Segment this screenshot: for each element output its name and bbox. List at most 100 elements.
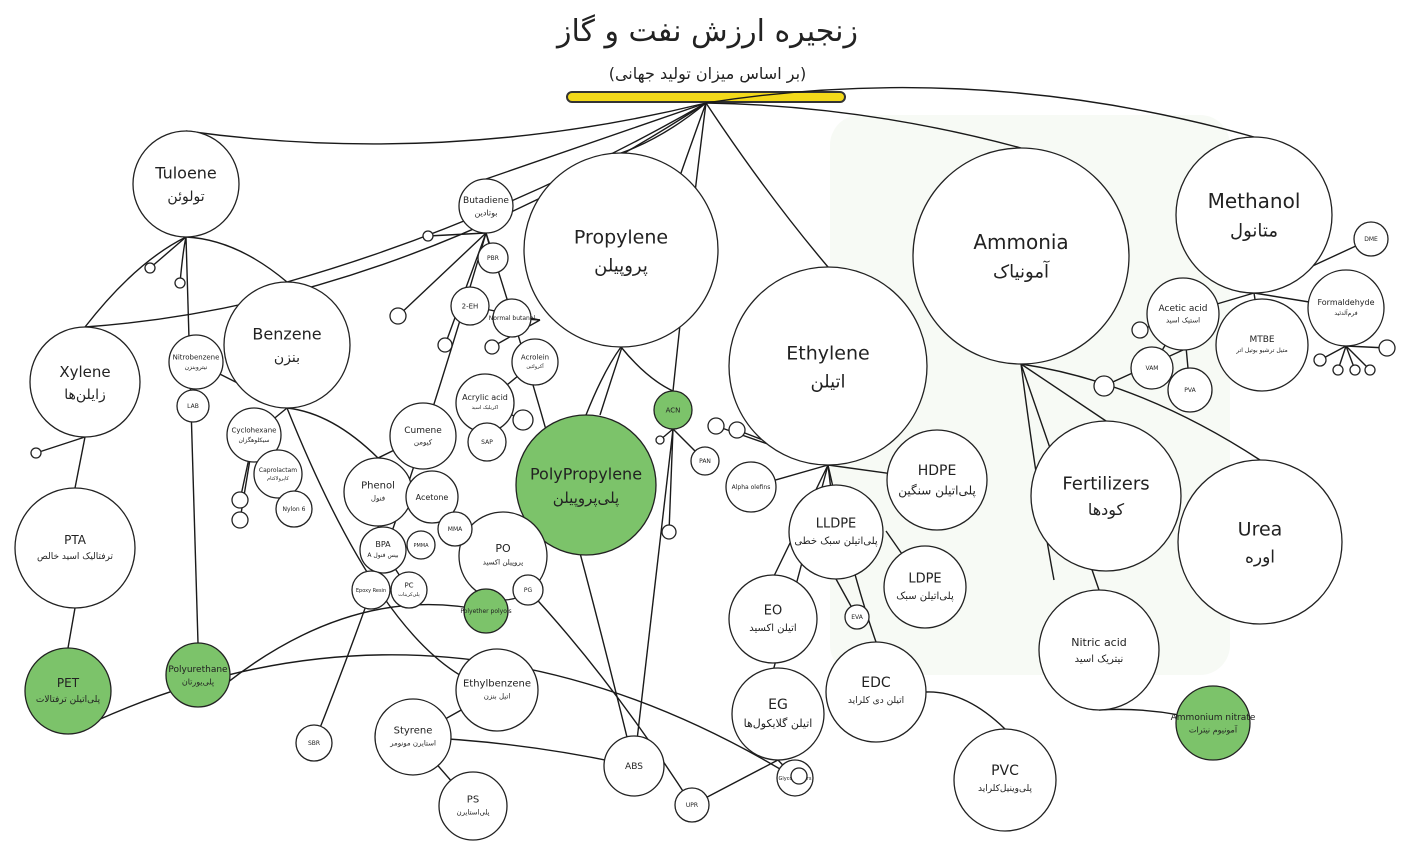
leaf-node-18 [1364, 364, 1376, 376]
node-label-en-formaldehyde: Formaldehyde [1317, 298, 1374, 307]
edge-7 [485, 102, 707, 180]
node-polyetherpolyols: Polyether polyols [460, 588, 512, 634]
node-pg: PG [512, 574, 544, 606]
node-nylon: Nylon 6 [275, 490, 313, 528]
node-label-en-ethylbenzene: Ethylbenzene [463, 679, 531, 690]
leaf-node-20 [1313, 353, 1327, 367]
node-label-en-dme: DME [1364, 236, 1378, 243]
node-label-fa-edc: اتیلن دی کلراید [848, 696, 904, 706]
node-pan: PAN [690, 446, 720, 476]
node-circle-caprolactam [253, 449, 303, 499]
edge-55 [668, 428, 674, 533]
node-nbutanol: Normal butanol [489, 298, 536, 338]
node-label-en-upr: UPR [686, 802, 698, 809]
node-label-fa-cyclohexane: سیکلوهگزان [238, 436, 269, 444]
node-twoeh: 2-EH [450, 286, 490, 326]
node-label-fa-acrolein: آکرولئین [526, 363, 544, 370]
leaf-node-21 [790, 767, 808, 785]
node-circle-pbr [477, 242, 509, 274]
node-circle-ammoniumnitrate [1175, 685, 1251, 761]
node-label-fa-ethylbenzene: اتیل بنزن [484, 692, 511, 700]
edge-15 [149, 236, 187, 269]
node-label-en-pmma: PMMA [413, 543, 429, 549]
node-label-fa-mtbe: متیل ترشیو بوتیل اتر [1235, 347, 1287, 354]
node-label-en-pvc: PVC [991, 763, 1019, 779]
edge-71 [1020, 363, 1107, 422]
node-label-en-ammonia: Ammonia [973, 230, 1068, 254]
node-label-en-methanol: Methanol [1208, 189, 1301, 213]
node-circle-sap [467, 422, 507, 462]
node-label-fa-butadiene: بوتادین [475, 209, 498, 218]
node-circle-tuloene [132, 130, 240, 238]
node-label-en-acrylicacid: Acrylic acid [462, 393, 508, 402]
node-label-en-mtbe: MTBE [1249, 335, 1274, 345]
edge-0 [705, 86, 1255, 138]
leaf-node-19 [1378, 339, 1396, 357]
edge-10 [585, 346, 622, 416]
node-circle-eva [844, 604, 870, 630]
node-label-fa-nitrobenzene: نیتروبنزن [185, 364, 208, 371]
node-label-fa-tuloene: تولوئن [167, 189, 204, 205]
node-circle-ps [438, 771, 508, 841]
node-circle-nitrobenzene [168, 334, 224, 390]
edge-4 [185, 102, 707, 145]
node-eva: EVA [844, 604, 870, 630]
node-circle-butadiene [458, 178, 514, 234]
node-circle-epoxyresin [351, 570, 391, 610]
node-label-fa-pvc: پلی‌وینیل‌کلراید [978, 784, 1033, 794]
edge-17 [74, 436, 86, 489]
node-circle-ammonia [912, 147, 1130, 365]
node-label-en-nitricacid: Nitric acid [1071, 636, 1127, 649]
node-label-en-alphaolefins: Alpha olefins [732, 484, 771, 491]
node-label-en-pbr: PBR [487, 255, 499, 262]
node-label-en-eva: EVA [851, 614, 864, 621]
node-label-en-fertilizers: Fertilizers [1062, 474, 1149, 495]
node-circle-phenol [343, 457, 413, 527]
node-label-fa-ethylene: اتیلن [810, 372, 845, 393]
node-circle-polyetherpolyols [463, 588, 509, 634]
leaf-node-13 [707, 417, 725, 435]
leaf-node-11 [661, 524, 677, 540]
leaf-node-14 [1131, 321, 1149, 339]
edge-12 [84, 236, 187, 328]
node-circle-eo [728, 574, 818, 664]
leaf-node-2 [30, 447, 42, 459]
node-circle-pta [14, 487, 136, 609]
node-alphaolefins: Alpha olefins [725, 461, 777, 513]
node-circle-cumene [389, 402, 457, 470]
node-dme: DME [1353, 221, 1389, 257]
node-circle-abs [603, 735, 665, 797]
edge-11 [620, 346, 674, 392]
node-circle-nbutanol [492, 298, 532, 338]
node-label-en-bpa: BPA [375, 540, 391, 549]
diagram-title: زنجیره ارزش نفت و گاز [557, 14, 858, 49]
node-pmma: PMMA [406, 530, 436, 560]
node-circle-ldpe [883, 545, 967, 629]
node-circle-benzene [223, 281, 351, 409]
node-ethylbenzene: Ethylbenzene اتیل بنزن [455, 648, 539, 732]
node-label-en-pta: PTA [64, 533, 87, 547]
node-label-en-ammoniumnitrate: Ammonium nitrate [1171, 713, 1256, 723]
node-label-en-hdpe: HDPE [918, 463, 957, 479]
node-circle-polyurethane [165, 642, 231, 708]
node-sbr: SBR [295, 724, 333, 762]
node-circle-nylon [275, 490, 313, 528]
node-label-en-acn: ACN [666, 406, 681, 414]
node-circle-ethylene [728, 266, 928, 466]
node-label-en-lab: LAB [187, 403, 199, 410]
node-label-en-acrolein: Acrolein [521, 354, 549, 362]
